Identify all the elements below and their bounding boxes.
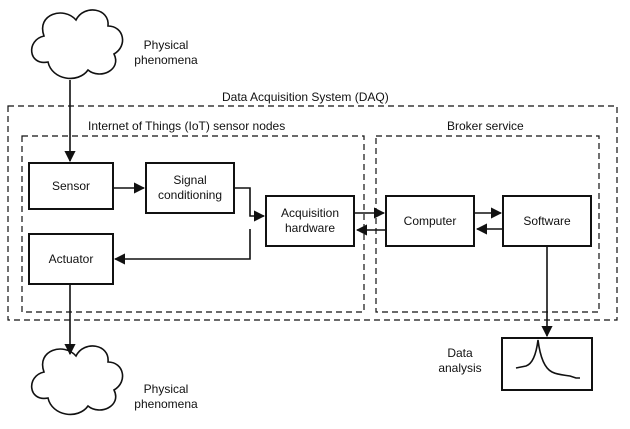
daq-title: Data Acquisition System (DAQ) [222,90,389,104]
signal-conditioning-label: Signal conditioning [146,163,234,213]
daq-border [7,105,618,321]
phenomena-top-line2: phenomena [134,53,198,67]
software-label: Software [523,213,571,228]
arrow-signal-to-acquisition [235,187,266,222]
iot-border [21,135,365,313]
phenomena-bottom-label: Physical phenomena [120,382,212,412]
data-analysis-label: Data analysis [428,346,492,376]
broker-title: Broker service [447,119,524,133]
cloud-bottom-icon [30,345,124,416]
phenomena-bottom-line1: Physical [143,382,189,396]
iot-title: Internet of Things (IoT) sensor nodes [88,119,286,133]
signal-line2: conditioning [157,188,223,202]
acquisition-hardware-label: Acquisition hardware [266,196,354,246]
arrow-acquisition-to-actuator [113,229,251,265]
analysis-line2: analysis [438,361,482,375]
sensor-label: Sensor [51,178,91,193]
phenomena-top-line1: Physical [143,38,189,52]
actuator-box [28,233,114,285]
computer-label: Computer [403,213,457,228]
analysis-curve [515,339,580,379]
broker-border [375,135,600,313]
computer-box [385,195,475,247]
sensor-box [28,162,114,210]
phenomena-top-label: Physical phenomena [120,38,212,68]
analysis-line1: Data [447,346,473,360]
acq-line1: Acquisition [280,206,340,220]
signal-line1: Signal [173,173,207,187]
signal-conditioning-box [145,162,235,214]
software-box [502,195,592,247]
analysis-plot-box [501,337,593,391]
actuator-label: Actuator [48,251,94,266]
cloud-top-icon [30,9,124,80]
acq-line2: hardware [284,221,336,235]
phenomena-bottom-line2: phenomena [134,397,198,411]
acquisition-hardware-box [265,195,355,247]
